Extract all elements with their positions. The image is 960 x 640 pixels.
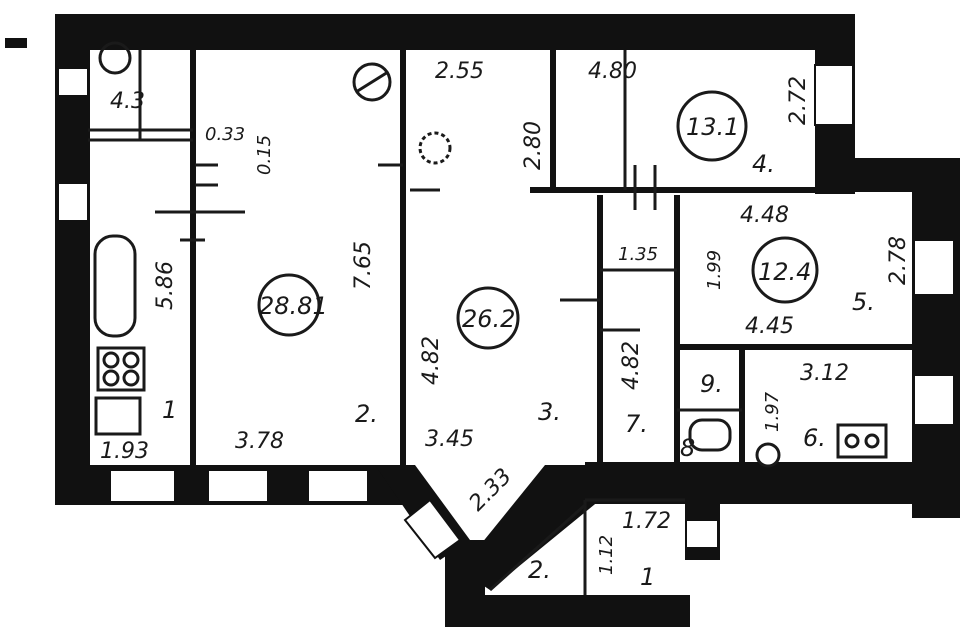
dim-hall-199: 1.99 bbox=[704, 250, 725, 290]
dim-hall-135: 1.35 bbox=[618, 244, 658, 265]
window-right-kitchen bbox=[913, 374, 955, 426]
dim-room5-bottom: 4.45 bbox=[745, 314, 794, 339]
room-number-6: 6. bbox=[803, 424, 826, 452]
window-top-right bbox=[814, 64, 854, 126]
dim-corridor-length: 5.86 bbox=[153, 261, 178, 310]
dim-room2-width: 3.78 bbox=[235, 429, 284, 454]
window-bottom-2 bbox=[207, 469, 269, 503]
dim-room3-bottom: 3.45 bbox=[425, 427, 474, 452]
window-lobby bbox=[685, 519, 719, 549]
dim-lobby-112: 1.12 bbox=[596, 535, 617, 575]
wall-right-lower bbox=[912, 158, 960, 518]
area-room5: 12.4 bbox=[758, 258, 811, 286]
window-left-top bbox=[57, 67, 89, 97]
wall-lobby-diag bbox=[488, 503, 587, 592]
dim-room4-width: 4.80 bbox=[588, 59, 637, 84]
window-right-room5 bbox=[913, 239, 955, 296]
dim-room5-top: 4.48 bbox=[740, 203, 789, 228]
room-number-lobby-2: 2. bbox=[528, 556, 551, 584]
kitchen-burner-1 bbox=[844, 433, 860, 449]
dim-room3-left: 4.82 bbox=[419, 336, 444, 385]
room-number-3: 3. bbox=[538, 398, 561, 426]
room-number-2: 2. bbox=[355, 400, 378, 428]
sink bbox=[94, 396, 142, 436]
fixture-top-arc bbox=[98, 41, 132, 75]
dim-room2-length: 7.65 bbox=[351, 241, 376, 290]
kitchen-sink bbox=[755, 442, 781, 468]
dim-room3-280: 2.80 bbox=[521, 121, 546, 170]
stove-room3 bbox=[418, 131, 452, 165]
room-number-5: 5. bbox=[852, 288, 875, 316]
room-number-8: 8 bbox=[680, 434, 695, 462]
area-room3: 26.2 bbox=[462, 305, 515, 333]
dim-room3-bay: 2.33 bbox=[465, 464, 517, 516]
dim-corridor-width: 4.3 bbox=[110, 89, 145, 114]
stove-burner-4 bbox=[122, 369, 140, 387]
dim-room4-depth: 2.72 bbox=[786, 76, 811, 125]
labels: 4.3 5.86 1.93 1 0.33 0.15 7.65 28.81 3.7… bbox=[100, 59, 911, 591]
room-number-corridor: 1 bbox=[162, 396, 177, 424]
door-marks bbox=[88, 128, 677, 332]
area-room2: 28.81 bbox=[259, 292, 328, 320]
area-circle-room2 bbox=[257, 273, 321, 337]
stove-burner-3 bbox=[102, 369, 120, 387]
dim-kitchen-width: 3.12 bbox=[800, 361, 849, 386]
wall-corner-mark bbox=[5, 38, 27, 48]
wall-top bbox=[55, 14, 855, 50]
stove-hatch bbox=[355, 70, 389, 94]
toilet bbox=[688, 418, 732, 452]
window-bottom-3 bbox=[307, 469, 369, 503]
dim-corridor-bottom: 1.93 bbox=[100, 439, 149, 464]
dim-kitchen-197: 1.97 bbox=[762, 391, 783, 432]
fixtures bbox=[93, 41, 888, 468]
room-number-lobby-1: 1 bbox=[640, 563, 655, 591]
wall-lobby-bottom bbox=[445, 595, 690, 627]
wall-bottom-right bbox=[585, 462, 960, 504]
windows bbox=[57, 64, 955, 560]
area-circle-room4 bbox=[676, 90, 748, 162]
wall-bay-right bbox=[460, 465, 600, 590]
stove-burner-1 bbox=[102, 351, 120, 369]
wall-lobby-left bbox=[445, 540, 485, 627]
dim-room3-top: 2.55 bbox=[435, 59, 484, 84]
room-number-7: 7. bbox=[625, 410, 648, 438]
bathtub bbox=[93, 234, 137, 338]
window-bottom-1 bbox=[109, 469, 176, 503]
kitchen-burner-2 bbox=[864, 433, 880, 449]
area-circle-room5 bbox=[751, 236, 819, 304]
room-number-4: 4. bbox=[752, 150, 775, 178]
room-number-9: 9. bbox=[700, 370, 723, 398]
stove-burner-2 bbox=[122, 351, 140, 369]
dim-lobby-172: 1.72 bbox=[622, 509, 671, 534]
area-room4: 13.1 bbox=[686, 113, 739, 141]
window-left-mid bbox=[57, 182, 89, 222]
dim-room2-033: 0.33 bbox=[205, 124, 245, 145]
window-bay bbox=[403, 498, 462, 560]
dim-room2-015: 0.15 bbox=[254, 135, 275, 175]
dim-room5-side: 2.78 bbox=[886, 236, 911, 285]
area-markers bbox=[257, 90, 819, 350]
area-circle-room3 bbox=[456, 286, 520, 350]
dim-hall-length: 4.82 bbox=[619, 341, 644, 390]
